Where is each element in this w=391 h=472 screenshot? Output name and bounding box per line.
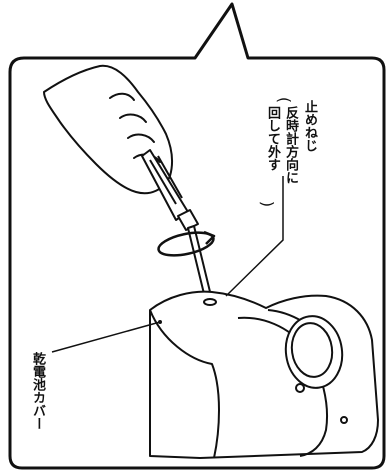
callout-close-paren: ) (259, 201, 275, 207)
callout-open-paren: ( (276, 97, 292, 103)
battery-cover-label: 乾電池カバー (31, 352, 44, 430)
stop-screw-label: 止めねじ (303, 100, 316, 152)
stop-screw-icon (204, 299, 216, 305)
instruction-line-2: 回して外す (266, 106, 279, 171)
instruction-line-1: 反時計方向に (284, 106, 297, 184)
leader-dot (158, 320, 162, 324)
device-body (150, 292, 378, 458)
